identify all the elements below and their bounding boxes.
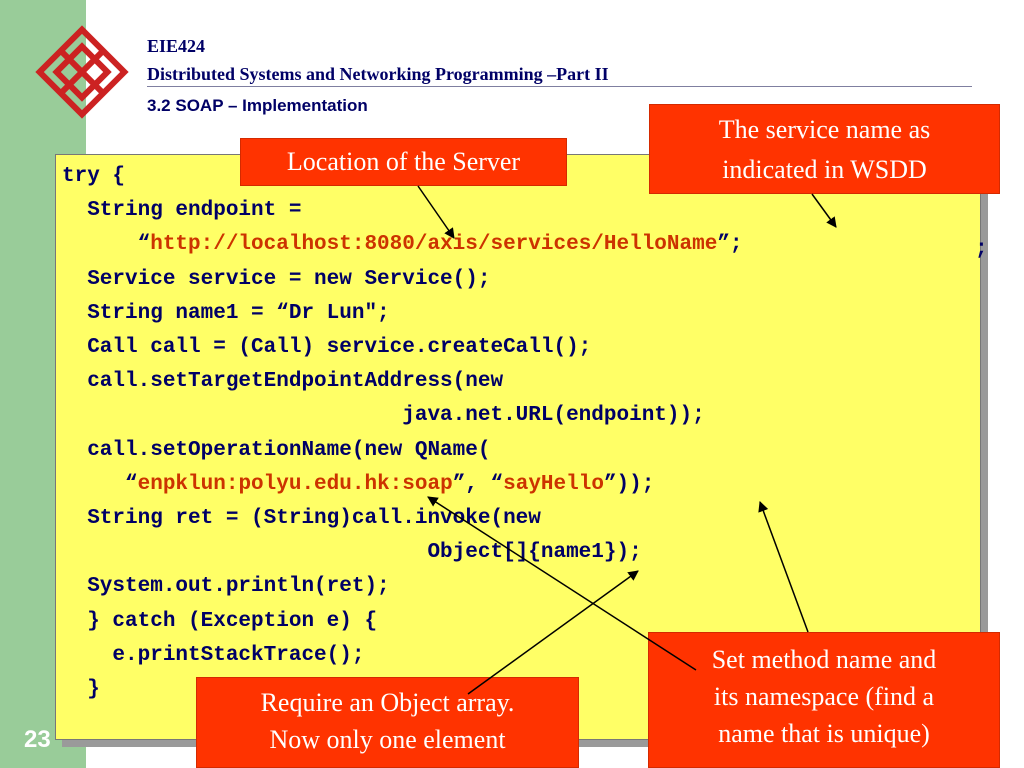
code-line: String ret = (String)call.invoke(new bbox=[62, 507, 541, 531]
callout-server-location: Location of the Server bbox=[240, 138, 567, 186]
callout-text: name that is unique) bbox=[718, 719, 930, 748]
callout-text: Set method name and bbox=[711, 645, 937, 674]
callout-service-name: The service name as indicated in WSDD bbox=[649, 104, 1000, 194]
callout-text: Require an Object array. bbox=[260, 688, 515, 717]
code-line: String endpoint = bbox=[62, 199, 302, 223]
callout-text: its namespace (find a bbox=[713, 682, 935, 711]
callout-text: Now only one element bbox=[269, 725, 506, 754]
code-line: call.setTargetEndpointAddress(new bbox=[62, 370, 504, 394]
code-line: e.printStackTrace(); bbox=[62, 643, 365, 667]
code-separator: ”, “ bbox=[452, 472, 504, 496]
callout-method-name: Set method name and its namespace (find … bbox=[648, 632, 1000, 768]
header-divider bbox=[147, 86, 972, 87]
method-name-string: sayHello bbox=[503, 472, 604, 496]
polyu-logo-icon bbox=[35, 25, 129, 119]
callout-object-array: Require an Object array. Now only one el… bbox=[196, 677, 579, 768]
code-line: Call call = (Call) service.createCall(); bbox=[62, 336, 592, 360]
code-line: String name1 = “Dr Lun"; bbox=[62, 301, 390, 325]
code-line-endpoint: “http://localhost:8080/axis/services/Hel… bbox=[62, 228, 743, 262]
code-quote-close: ”)); bbox=[603, 472, 655, 496]
code-line-qname: “enpklun:polyu.edu.hk:soap”, “sayHello”)… bbox=[62, 468, 743, 502]
endpoint-url: http://localhost:8080/axis/services/Hell… bbox=[150, 233, 718, 257]
section-title: 3.2 SOAP – Implementation bbox=[147, 96, 368, 115]
callout-text: indicated in WSDD bbox=[722, 155, 927, 184]
code-listing: try { String endpoint = “http://localhos… bbox=[62, 160, 743, 707]
code-quote-close: ”; bbox=[717, 233, 743, 257]
course-title: Distributed Systems and Networking Progr… bbox=[147, 64, 609, 84]
code-line: call.setOperationName(new QName( bbox=[62, 438, 491, 462]
slide-number: 23 bbox=[24, 726, 51, 753]
code-line: java.net.URL(endpoint)); bbox=[62, 404, 705, 428]
code-line: } catch (Exception e) { bbox=[62, 609, 378, 633]
code-line: System.out.println(ret); bbox=[62, 575, 390, 599]
namespace-string: enpklun:polyu.edu.hk:soap bbox=[137, 472, 453, 496]
course-code: EIE424 bbox=[147, 36, 206, 56]
code-line: } bbox=[62, 678, 100, 702]
code-line: Object[]{name1}); bbox=[62, 541, 642, 565]
code-line: Service service = new Service(); bbox=[62, 267, 491, 291]
code-quote-open: “ bbox=[62, 472, 138, 496]
overflow-semicolon: ; bbox=[975, 238, 988, 261]
callout-text: The service name as bbox=[718, 115, 931, 144]
code-quote-open: “ bbox=[62, 233, 151, 257]
code-line: try { bbox=[62, 165, 126, 188]
